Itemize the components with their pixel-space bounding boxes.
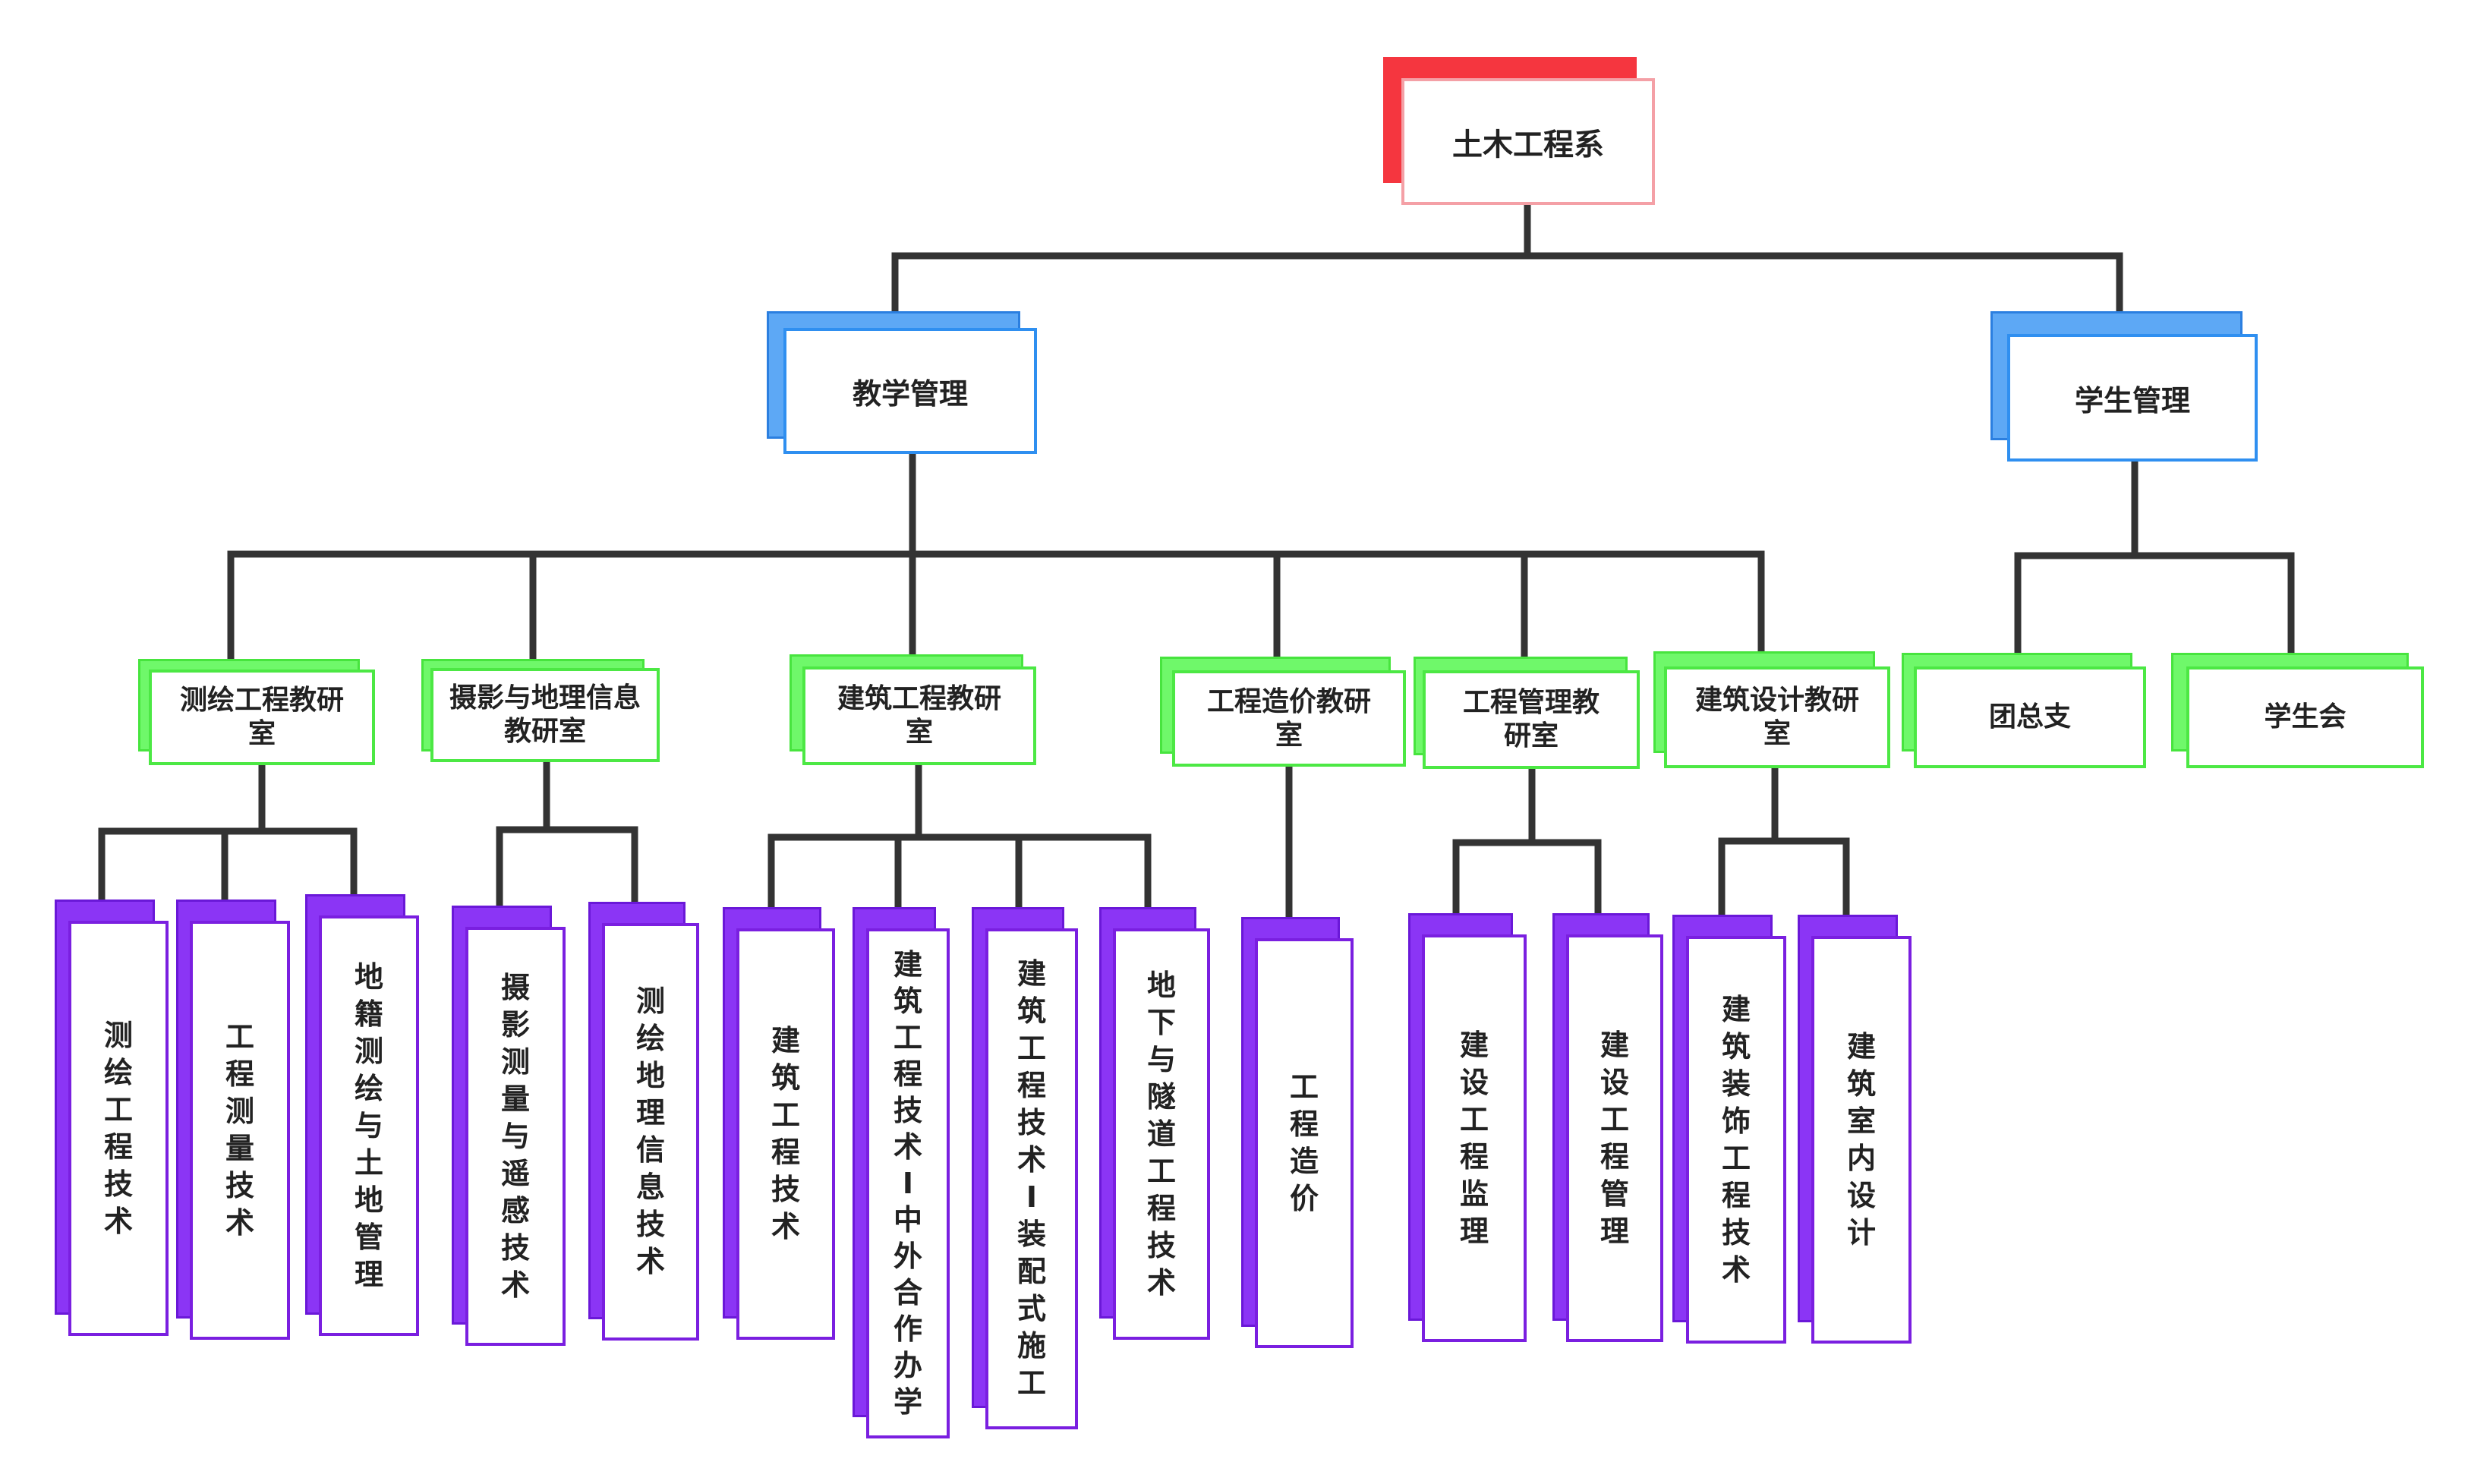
- node-student-label: 学生管理: [2074, 383, 2190, 417]
- leaf-node[interactable]: 建筑室内设计: [1798, 915, 1912, 1344]
- leaf-label: 测绘地理信息技术: [635, 985, 665, 1278]
- leaf-label: 建设工程监理: [1459, 1028, 1489, 1248]
- leaf-label: 建设工程管理: [1600, 1028, 1629, 1248]
- node-student[interactable]: 学生管理: [1990, 311, 2258, 462]
- node-build-label: 建筑工程教研室: [837, 683, 1001, 748]
- leaf-node[interactable]: 工程测量技术: [176, 900, 290, 1340]
- node-survey-label: 测绘工程教研室: [179, 685, 344, 749]
- node-photo-label: 摄影与地理信息教研室: [449, 682, 641, 747]
- leaf-label: 工程测量技术: [225, 1020, 254, 1240]
- node-union[interactable]: 学生会: [2171, 653, 2424, 768]
- node-photo[interactable]: 摄影与地理信息教研室: [421, 659, 660, 762]
- leaf-node[interactable]: 地籍测绘与土地管理: [305, 894, 419, 1336]
- leaf-node[interactable]: 建设工程监理: [1408, 913, 1527, 1342]
- node-build[interactable]: 建筑工程教研室: [790, 654, 1036, 765]
- leaf-label: 建筑室内设计: [1846, 1029, 1876, 1249]
- leaf-node[interactable]: 建筑工程技术: [723, 907, 835, 1340]
- leaf-label: 摄影测量与遥感技术: [500, 970, 530, 1302]
- leaf-node[interactable]: 摄影测量与遥感技术: [452, 906, 566, 1346]
- leaf-node[interactable]: 测绘地理信息技术: [588, 902, 699, 1341]
- node-league-label: 团总支: [1988, 701, 2071, 733]
- leaf-label: 建筑工程技术: [771, 1024, 800, 1243]
- node-cost[interactable]: 工程造价教研室: [1160, 657, 1406, 767]
- node-teaching[interactable]: 教学管理: [767, 311, 1037, 454]
- leaf-node[interactable]: 测绘工程技术: [55, 900, 169, 1336]
- node-mgmt[interactable]: 工程管理教研室: [1414, 657, 1640, 769]
- leaf-label: 工程造价: [1289, 1070, 1319, 1215]
- node-survey[interactable]: 测绘工程教研室: [138, 659, 375, 765]
- root-node[interactable]: 土木工程系: [1383, 57, 1655, 205]
- leaf-label: 建筑装饰工程技术: [1721, 992, 1751, 1287]
- leaf-label: 地籍测绘与土地管理: [354, 959, 383, 1291]
- node-design-label: 建筑设计教研室: [1694, 685, 1859, 749]
- leaf-node[interactable]: 建设工程管理: [1552, 913, 1663, 1342]
- leaf-node[interactable]: 建筑装饰工程技术: [1672, 915, 1786, 1344]
- node-union-label: 学生会: [2264, 701, 2347, 733]
- leaf-node[interactable]: 地下与隧道工程技术: [1099, 907, 1210, 1340]
- leaf-node[interactable]: 工程造价: [1241, 917, 1354, 1348]
- node-league[interactable]: 团总支: [1902, 653, 2146, 768]
- node-cost-label: 工程造价教研室: [1206, 685, 1371, 751]
- node-design[interactable]: 建筑设计教研室: [1653, 651, 1890, 768]
- leaf-label: 测绘工程技术: [103, 1018, 133, 1238]
- node-mgmt-label: 工程管理教研室: [1462, 687, 1600, 751]
- root-label: 土木工程系: [1452, 127, 1604, 162]
- node-teaching-label: 教学管理: [852, 377, 968, 411]
- leaf-label: 地下与隧道工程技术: [1146, 968, 1176, 1300]
